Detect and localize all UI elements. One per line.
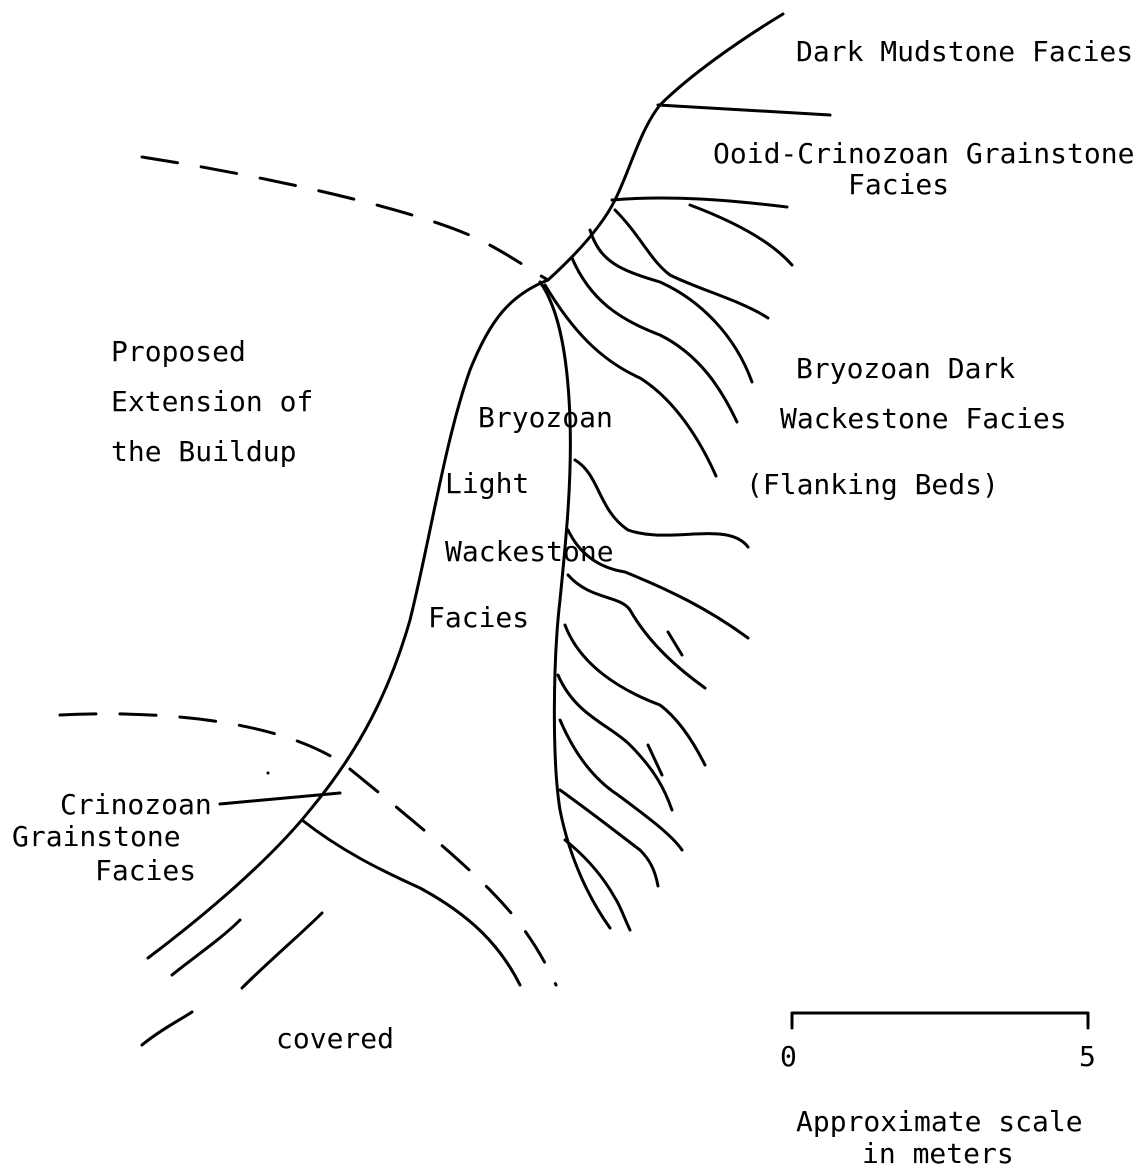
- label-bryozoan-light-4: Facies: [428, 601, 529, 635]
- lower-bed-3: [142, 1012, 192, 1045]
- label-bryozoan-dark-1: Bryozoan Dark: [796, 352, 1015, 386]
- scale-caption-1: Approximate scale: [796, 1105, 1083, 1139]
- grainstone-boundary: [612, 198, 787, 207]
- label-proposed-1: Proposed: [111, 335, 246, 369]
- label-ooid-grainstone-2: Facies: [848, 168, 949, 202]
- label-crinozoan-1: Crinozoan: [60, 788, 212, 822]
- core-boundary: [540, 282, 610, 928]
- label-bryozoan-dark-2: Wackestone Facies: [780, 402, 1067, 436]
- scale-max-label: 5: [1079, 1040, 1096, 1074]
- label-covered: covered: [276, 1022, 394, 1056]
- scale-bar: [792, 1013, 1088, 1028]
- label-bryozoan-light-1: Bryozoan: [478, 401, 613, 435]
- label-proposed-3: the Buildup: [111, 435, 296, 469]
- label-bryozoan-dark-3: (Flanking Beds): [746, 468, 999, 502]
- scale-caption-2: in meters: [862, 1137, 1014, 1171]
- label-bryozoan-light-2: Light: [445, 467, 529, 501]
- mudstone-boundary: [658, 105, 830, 115]
- lower-bed-2: [242, 913, 322, 988]
- lower-bed-1: [172, 920, 240, 975]
- crinozoan-leader: [220, 793, 340, 804]
- label-dark-mudstone: Dark Mudstone Facies: [796, 35, 1133, 69]
- scale-min-label: 0: [780, 1040, 797, 1074]
- label-crinozoan-3: Facies: [95, 854, 196, 888]
- label-bryozoan-light-3: Wackestone: [445, 535, 614, 569]
- stray-dot: [267, 772, 270, 775]
- crinozoan-bed: [302, 820, 520, 985]
- label-proposed-2: Extension of: [111, 385, 313, 419]
- label-ooid-grainstone-1: Ooid-Crinozoan Grainstone: [713, 137, 1134, 171]
- label-crinozoan-2: Grainstone: [12, 820, 181, 854]
